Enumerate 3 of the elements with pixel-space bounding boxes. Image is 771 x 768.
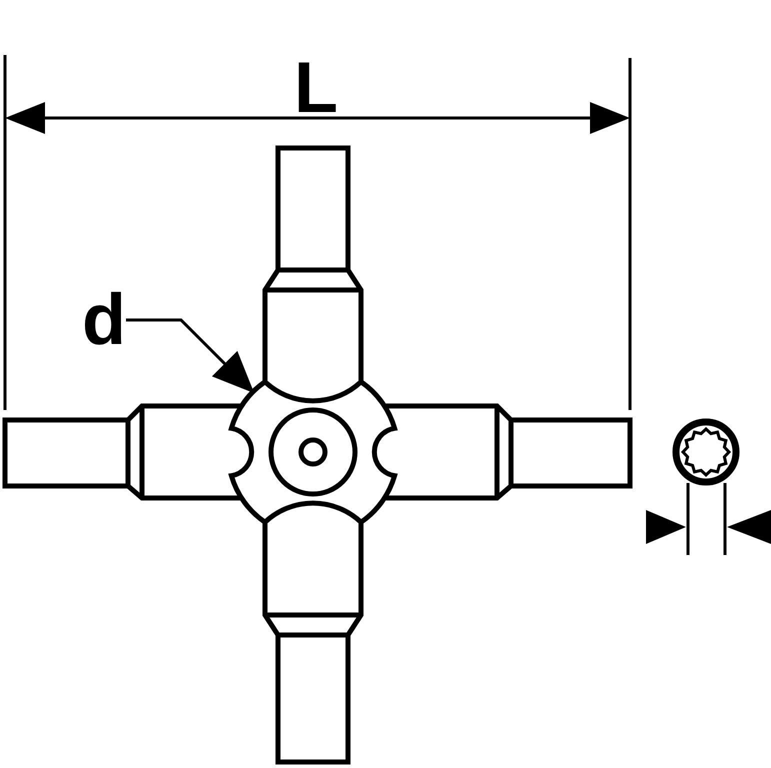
dimension-label: d	[82, 284, 126, 356]
dimension-label: L	[294, 52, 338, 124]
leader-line	[126, 318, 254, 394]
